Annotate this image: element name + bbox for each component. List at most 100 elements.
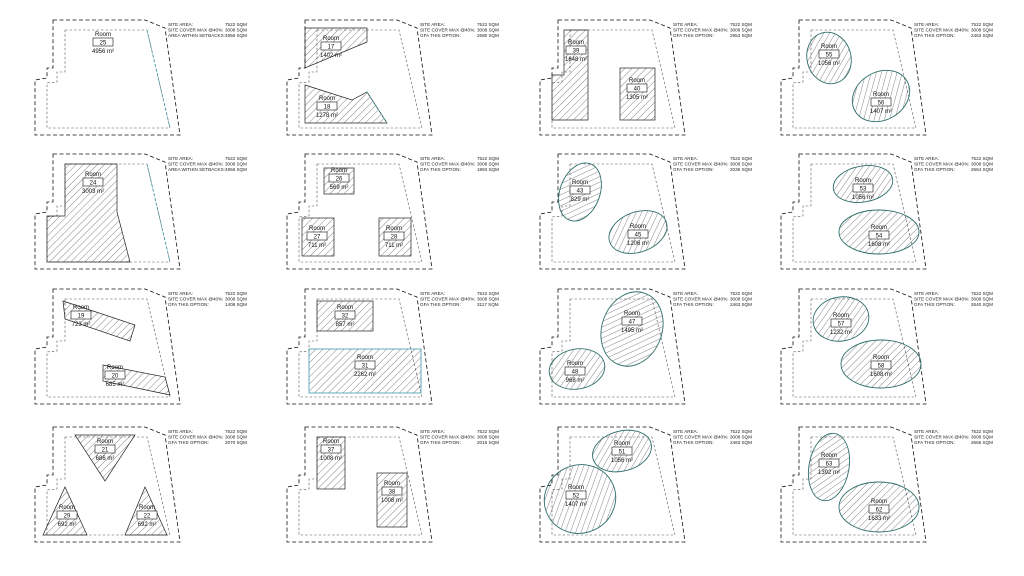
room-word: Room (821, 44, 837, 50)
info-value: 2664 SQM (971, 167, 993, 172)
room-word: Room (357, 355, 373, 361)
info-value: 3008 SQM (971, 27, 993, 32)
info-value: 3008 SQM (225, 296, 247, 301)
info-label: AREA WITHIN SETBACKS: (168, 33, 225, 38)
room-word: Room (309, 226, 325, 232)
room-number-box (569, 185, 591, 195)
room-area: 829 m² (571, 197, 590, 203)
room-number: 20 (112, 373, 119, 379)
room-area: 4956 m² (92, 49, 114, 55)
room-number: 40 (634, 86, 641, 92)
info-label: GFA THIS OPTION: (420, 302, 461, 307)
info-label: SITE AREA: (673, 22, 698, 27)
room-18-shape (304, 84, 388, 124)
room-47-shape (600, 291, 664, 367)
info-label: SITE COVER MAX @40%: (420, 296, 475, 301)
info-value: 7522 SQM (971, 429, 993, 434)
info-value: 1408 SQM (225, 302, 247, 307)
info-label: SITE AREA: (673, 429, 698, 434)
room-word: Room (871, 225, 887, 231)
room-area: 2262 m² (354, 372, 376, 378)
info-value: 3008 SQM (477, 296, 499, 301)
room-number: 62 (876, 507, 883, 513)
room-number: 25 (100, 40, 107, 46)
room-number-box (136, 510, 158, 520)
info-label: SITE COVER MAX @40%: (420, 434, 475, 439)
room-number-box (320, 41, 342, 51)
info-value: 7522 SQM (225, 156, 247, 161)
room-word: Room (107, 365, 123, 371)
info-value: 2070 SQM (225, 440, 247, 445)
room-word: Room (567, 361, 583, 367)
info-value: 4956 SQM (225, 33, 247, 38)
info-value: 4956 SQM (225, 167, 247, 172)
room-number: 27 (314, 234, 321, 240)
info-value: 7522 SQM (730, 22, 752, 27)
room-number-box (56, 510, 78, 520)
room-word: Room (331, 168, 347, 174)
room-word: Room (97, 439, 113, 445)
room-number: 19 (78, 313, 85, 319)
info-value: 3117 SQM (477, 302, 499, 307)
info-label: SITE COVER MAX @40%: (914, 161, 969, 166)
info-value: 7522 SQM (225, 429, 247, 434)
room-number: 55 (826, 52, 833, 58)
info-label: SITE AREA: (914, 22, 939, 27)
room-area: 1648 m² (565, 57, 587, 63)
info-value: 7522 SQM (971, 156, 993, 161)
info-label: SITE COVER MAX @40%: (168, 296, 223, 301)
room-word: Room (873, 92, 889, 98)
room-word: Room (386, 226, 402, 232)
room-24-shape (46, 163, 131, 263)
room-word: Room (85, 172, 101, 178)
info-label: SITE COVER MAX @40%: (168, 27, 223, 32)
info-value: 2463 SQM (971, 33, 993, 38)
room-number: 56 (878, 100, 885, 106)
info-value: 3008 SQM (971, 434, 993, 439)
room-number: 45 (635, 232, 642, 238)
info-value: 3008 SQM (225, 161, 247, 166)
room-number-box (70, 310, 92, 320)
room-area: 692 m² (138, 522, 157, 528)
room-area: 1278 m² (316, 113, 338, 119)
room-area: 857 m² (336, 322, 355, 328)
room-number-box (334, 310, 356, 320)
room-number-box (316, 101, 338, 111)
room-area: 1008 m² (381, 498, 403, 504)
room-38-shape (376, 472, 408, 528)
info-label: AREA WITHIN SETBACKS: (168, 167, 225, 172)
info-label: GFA THIS OPTION: (420, 33, 461, 38)
room-number: 38 (389, 489, 396, 495)
room-word: Room (323, 36, 339, 42)
room-area: 968 m² (566, 378, 585, 384)
room-31-shape (308, 348, 422, 394)
